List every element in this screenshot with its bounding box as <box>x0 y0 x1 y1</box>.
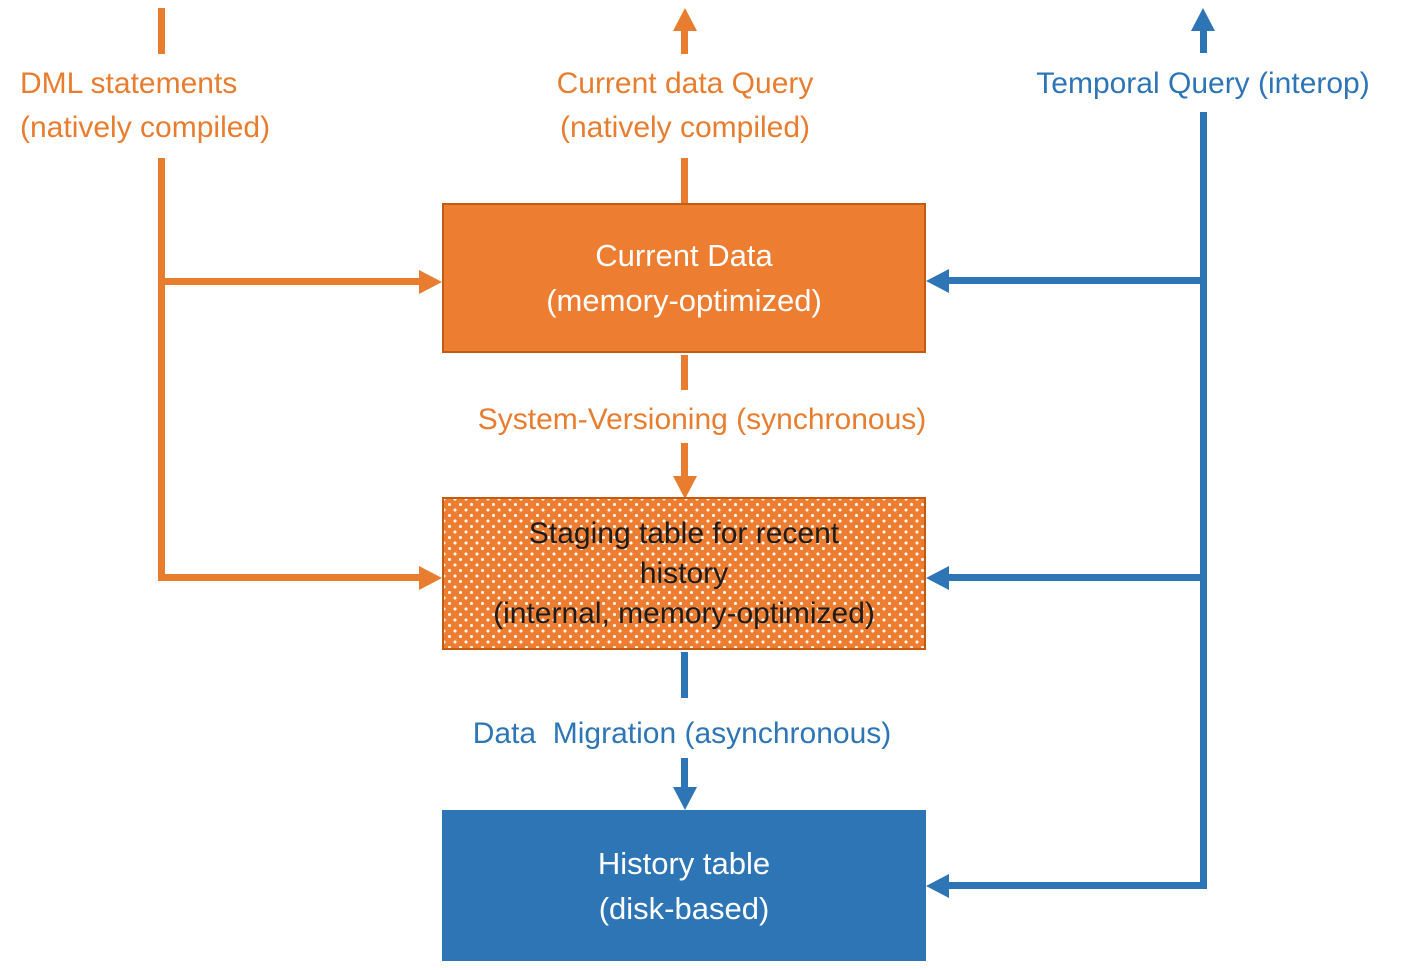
current-data-line2: (memory-optimized) <box>546 283 822 318</box>
system-versioning-arrow-shaft <box>681 443 688 478</box>
staging-table-box: Staging table for recent history (intern… <box>442 497 926 650</box>
current-query-label: Current data Query (natively compiled) <box>435 62 935 150</box>
arrowhead-data-migration-down <box>673 787 697 810</box>
current-data-box: Current Data (memory-optimized) <box>442 203 926 353</box>
temporal-branch-staging <box>948 574 1200 581</box>
arrowhead-system-versioning-down <box>673 476 697 499</box>
arrowhead-temporal-to-staging <box>926 566 949 590</box>
data-migration-arrow-shaft <box>681 758 688 789</box>
history-table-box: History table (disk-based) <box>442 810 926 961</box>
staging-line3: (internal, memory-optimized) <box>493 596 875 630</box>
staging-line2: history <box>639 556 729 590</box>
arrowhead-temporal-to-current-data <box>926 269 949 293</box>
dml-endpoint-line2: (natively compiled) <box>20 111 271 144</box>
temporal-query-line-vertical <box>1200 112 1207 889</box>
current-query-line1: Current data Query <box>556 67 814 100</box>
data-migration-label: Data Migration (asynchronous) <box>472 717 892 750</box>
arrowhead-dml-to-current-data <box>419 270 442 294</box>
staging-line1: Staging table for recent <box>528 516 840 550</box>
system-versioning-shaft-top <box>681 355 688 390</box>
current-query-shaft-top <box>681 29 688 54</box>
temporal-branch-current-data <box>948 277 1200 284</box>
history-line1: History table <box>597 845 771 881</box>
current-data-line1: Current Data <box>595 238 773 273</box>
arrowhead-current-query-up <box>673 8 697 31</box>
system-versioning-label: System-Versioning (synchronous) <box>477 403 927 436</box>
arrowhead-dml-to-staging <box>419 566 442 590</box>
temporal-query-label: Temporal Query (interop) <box>1036 67 1370 100</box>
temporal-branch-history <box>948 882 1207 889</box>
dml-line-vertical <box>158 158 165 581</box>
dml-line-top <box>158 8 165 54</box>
history-line2: (disk-based) <box>598 890 770 926</box>
dml-endpoint-label: DML statements (natively compiled) <box>20 62 440 150</box>
dml-endpoint-line1: DML statements <box>20 67 238 100</box>
dml-branch-current-data <box>158 278 420 285</box>
data-migration-shaft-top <box>681 652 688 698</box>
arrowhead-temporal-to-history <box>926 874 949 898</box>
arrowhead-temporal-query-up <box>1191 8 1215 31</box>
temporal-query-shaft-top <box>1200 29 1207 53</box>
current-query-shaft-bottom <box>681 158 688 203</box>
dml-branch-staging <box>158 574 420 581</box>
current-query-line2: (natively compiled) <box>559 111 811 144</box>
